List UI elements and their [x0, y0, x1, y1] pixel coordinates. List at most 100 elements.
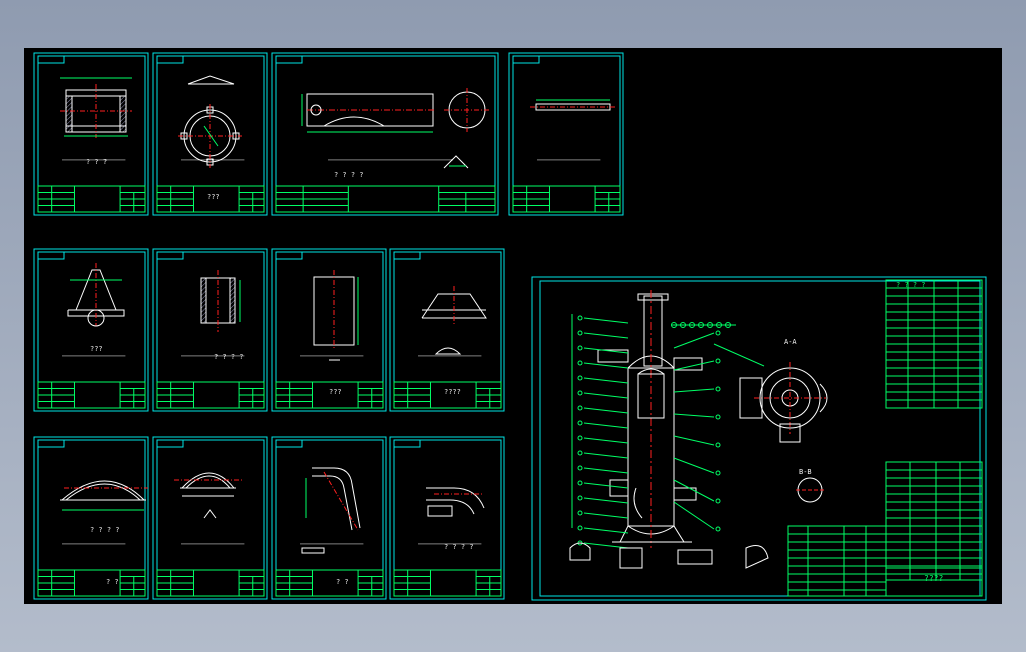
balloon-left-11 — [577, 480, 583, 486]
sheet-caption-2: ??? — [207, 193, 220, 201]
leader-left-11 — [583, 482, 629, 489]
assembly-header: ? ? ? ? — [896, 281, 926, 289]
balloon-left-5 — [577, 390, 583, 396]
balloon-right-4 — [715, 442, 721, 448]
vessel-internal — [637, 373, 665, 419]
leader-right-7 — [673, 501, 715, 530]
leader-left-7 — [583, 422, 629, 429]
sheet-border-6 — [152, 248, 268, 412]
s12-block — [427, 505, 453, 517]
sheet-inner-border-3 — [275, 55, 496, 213]
assembly-border — [531, 276, 987, 601]
sheet-border-5 — [33, 248, 149, 412]
vessel-nozzle-top — [643, 295, 663, 367]
balloon-left-9 — [577, 450, 583, 456]
sheet-inner-border-4 — [512, 55, 621, 213]
leader-left-15 — [583, 542, 629, 549]
leader-right-3 — [673, 413, 715, 418]
nozzle-left-1 — [597, 349, 629, 363]
sheet-tag-1 — [37, 55, 65, 64]
internal-pipe — [633, 487, 643, 519]
leader-left-12 — [583, 497, 629, 504]
sheet-caption-10: ? ? — [106, 578, 119, 586]
balloon-right-6 — [715, 498, 721, 504]
sheet-caption-11: ? ? — [336, 578, 349, 586]
detail-f — [745, 545, 769, 569]
sheet-border-9 — [33, 436, 149, 600]
sheet-tag-3 — [275, 55, 303, 64]
sheet-inner-border-7 — [275, 251, 384, 409]
s3-detail — [443, 155, 469, 169]
sheet-caption-6: ? ? ? ? — [214, 353, 244, 361]
sheet-tag-7 — [275, 251, 303, 260]
sheet-border-3 — [271, 52, 499, 216]
nozzle-right-1 — [673, 357, 703, 371]
leader-left-1 — [583, 332, 629, 339]
balloon-left-3 — [577, 360, 583, 366]
balloon-left-10 — [577, 465, 583, 471]
sheet-caption-8: ???? — [444, 388, 461, 396]
balloon-right-1 — [715, 358, 721, 364]
sheet-inner-border-12 — [393, 439, 502, 597]
nozzle-right-2 — [673, 487, 697, 501]
detail-a-outer — [759, 367, 821, 429]
sheet-border-12 — [389, 436, 505, 600]
sheet-inner-border-10 — [156, 439, 265, 597]
balloon-right-5 — [715, 470, 721, 476]
leader-left-2 — [583, 347, 629, 354]
sheet-border-1 — [33, 52, 149, 216]
balloon-left-13 — [577, 510, 583, 516]
assembly-title-box — [885, 567, 983, 597]
sheet-tag-11 — [275, 439, 303, 448]
leader-right-4 — [673, 435, 715, 446]
s1-hatch-right — [119, 95, 127, 133]
sheet-caption-1: ? ? ? — [86, 158, 108, 166]
s11-bend-outer — [312, 467, 361, 529]
sheet-inner-border-6 — [156, 251, 265, 409]
sheet-inner-border-9 — [37, 439, 146, 597]
parts-table-bottom — [885, 461, 983, 581]
sheet-inner-border-8 — [393, 251, 502, 409]
support-right — [673, 525, 685, 543]
s6-hatch-r — [229, 277, 236, 324]
s12-elbow-inner — [426, 499, 475, 515]
sheet-tag-4 — [512, 55, 540, 64]
s10-head-outer — [181, 472, 235, 489]
leader-left-10 — [583, 467, 629, 474]
leader-left-4 — [583, 377, 629, 384]
sheet-tag-9 — [37, 439, 65, 448]
s9-head-inner — [65, 483, 141, 501]
balloon-left-2 — [577, 345, 583, 351]
detail-c — [569, 542, 591, 561]
balloon-left-0 — [577, 315, 583, 321]
sheet-caption-3: ? ? ? ? — [334, 171, 364, 179]
parts-table-center — [787, 525, 887, 597]
balloon-right-2 — [715, 386, 721, 392]
balloon-right-3 — [715, 414, 721, 420]
s3-cut — [323, 116, 385, 127]
cad-drawing — [33, 52, 987, 601]
detail-d — [619, 547, 643, 569]
sheet-inner-border-5 — [37, 251, 146, 409]
balloon-right-7 — [715, 526, 721, 532]
leader-left-0 — [583, 317, 629, 324]
leader-left-3 — [583, 362, 629, 369]
vessel-top-flange — [637, 293, 669, 301]
balloon-left-4 — [577, 375, 583, 381]
detail-label-a: A-A — [784, 338, 797, 346]
balloon-right-0 — [715, 330, 721, 336]
leader-left-9 — [583, 452, 629, 459]
s11-cl — [323, 471, 359, 531]
cad-drawing-canvas[interactable]: ? ? ? ??? ? ? ? ? ??? ? ? ? ? ??? ???? ?… — [24, 48, 1002, 604]
leader-left-13 — [583, 512, 629, 519]
leader-left-14 — [583, 527, 629, 534]
detail-a-side-nozzle — [739, 377, 763, 419]
detail-label-b: B-B — [799, 468, 812, 476]
sheet-inner-border-11 — [275, 439, 384, 597]
balloon-left-1 — [577, 330, 583, 336]
balloon-left-12 — [577, 495, 583, 501]
s8-trap — [421, 293, 487, 319]
s9-head-outer — [61, 480, 145, 501]
sheet-tag-8 — [393, 251, 421, 260]
assembly-inner-border — [539, 280, 981, 597]
